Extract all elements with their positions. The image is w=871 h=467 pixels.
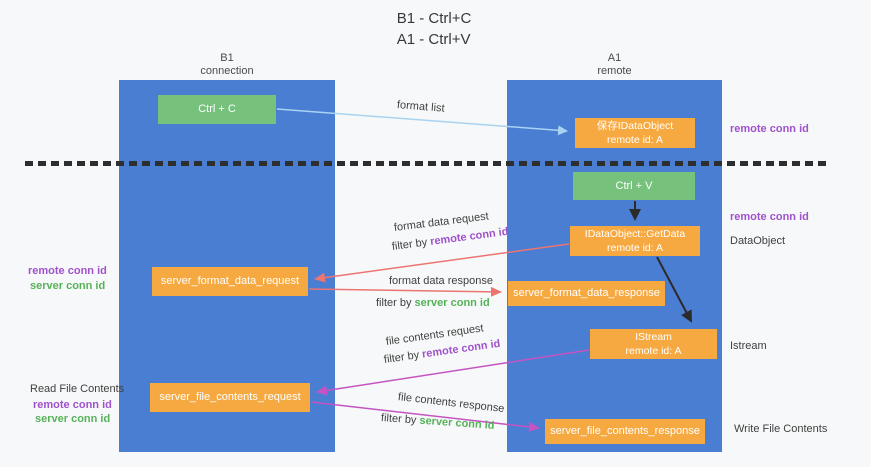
node-server-format-data-response-label: server_format_data_response bbox=[513, 287, 660, 299]
annotation-istream: Istream bbox=[730, 340, 767, 352]
getdata-to-istream-arrow bbox=[656, 256, 692, 323]
node-server-file-contents-response: server_file_contents_response bbox=[545, 419, 705, 444]
annotation-server-conn-id-left: server conn id bbox=[30, 280, 106, 292]
lane-b1-name: B1 bbox=[220, 52, 234, 64]
annotation-read-file-contents: Read File Contents bbox=[30, 383, 125, 395]
node-idataobject-getdata-line2: remote id: A bbox=[606, 242, 664, 254]
file-contents-request-arrow bbox=[316, 349, 590, 396]
node-server-format-data-request-label: server_format_data_request bbox=[160, 275, 300, 287]
lane-header-b1: B1 connection bbox=[119, 52, 335, 78]
format-data-response-filter-label: filter by server conn id bbox=[376, 297, 490, 309]
annotation-remote-conn-id-left: remote conn id bbox=[28, 265, 107, 277]
node-istream-line2: remote id: A bbox=[625, 345, 682, 357]
node-istream: IStream remote id: A bbox=[590, 329, 717, 359]
annotation-remote-conn-id-top: remote conn id bbox=[730, 123, 809, 135]
server-conn-id-keyword: server conn id bbox=[414, 297, 490, 309]
node-idataobject-getdata-line1: IDataObject::GetData bbox=[584, 228, 686, 240]
node-ctrl-c-label: Ctrl + C bbox=[198, 103, 236, 115]
node-ctrl-v-label: Ctrl + V bbox=[615, 180, 653, 192]
node-server-file-contents-request: server_file_contents_request bbox=[150, 383, 310, 412]
node-ctrl-v: Ctrl + V bbox=[573, 172, 695, 200]
annotation-remote-conn-id-mid: remote conn id bbox=[730, 211, 809, 223]
node-server-file-contents-response-label: server_file_contents_response bbox=[550, 425, 700, 437]
lane-header-a1: A1 remote bbox=[507, 52, 722, 78]
title-line-2: A1 - Ctrl+V bbox=[396, 31, 471, 48]
annotation-server-conn-id-bottom: server conn id bbox=[35, 413, 111, 425]
annotation-remote-conn-id-bottom: remote conn id bbox=[33, 399, 112, 411]
node-ctrl-c: Ctrl + C bbox=[158, 95, 276, 124]
format-data-request-arrow bbox=[314, 243, 570, 283]
node-server-format-data-response: server_format_data_response bbox=[508, 281, 665, 306]
node-istream-line1: IStream bbox=[635, 331, 672, 343]
lane-a1-name: A1 bbox=[607, 52, 622, 64]
node-idataobject-getdata: IDataObject::GetData remote id: A bbox=[570, 226, 700, 256]
node-save-idataobject-line2: remote id: A bbox=[606, 134, 664, 146]
lane-a1-role: remote bbox=[597, 65, 632, 77]
format-data-response-arrow bbox=[308, 286, 502, 297]
annotation-write-file-contents: Write File Contents bbox=[734, 423, 828, 435]
format-list-arrow bbox=[276, 108, 568, 136]
filter-by-text: filter by bbox=[376, 297, 415, 309]
diagram-title: B1 - Ctrl+C A1 - Ctrl+V bbox=[397, 8, 472, 50]
node-server-format-data-request: server_format_data_request bbox=[152, 267, 308, 296]
node-save-idataobject-line1: 保存IDataObject bbox=[596, 120, 674, 132]
file-contents-response-arrow bbox=[310, 401, 540, 432]
title-line-1: B1 - Ctrl+C bbox=[396, 10, 472, 27]
node-server-file-contents-request-label: server_file_contents_request bbox=[159, 391, 301, 403]
boundary-dashed-line bbox=[25, 161, 831, 166]
node-save-idataobject: 保存IDataObject remote id: A bbox=[575, 118, 695, 148]
annotation-dataobject: DataObject bbox=[730, 235, 786, 247]
lane-b1-role: connection bbox=[200, 65, 254, 77]
format-data-response-label: format data response bbox=[389, 275, 493, 287]
